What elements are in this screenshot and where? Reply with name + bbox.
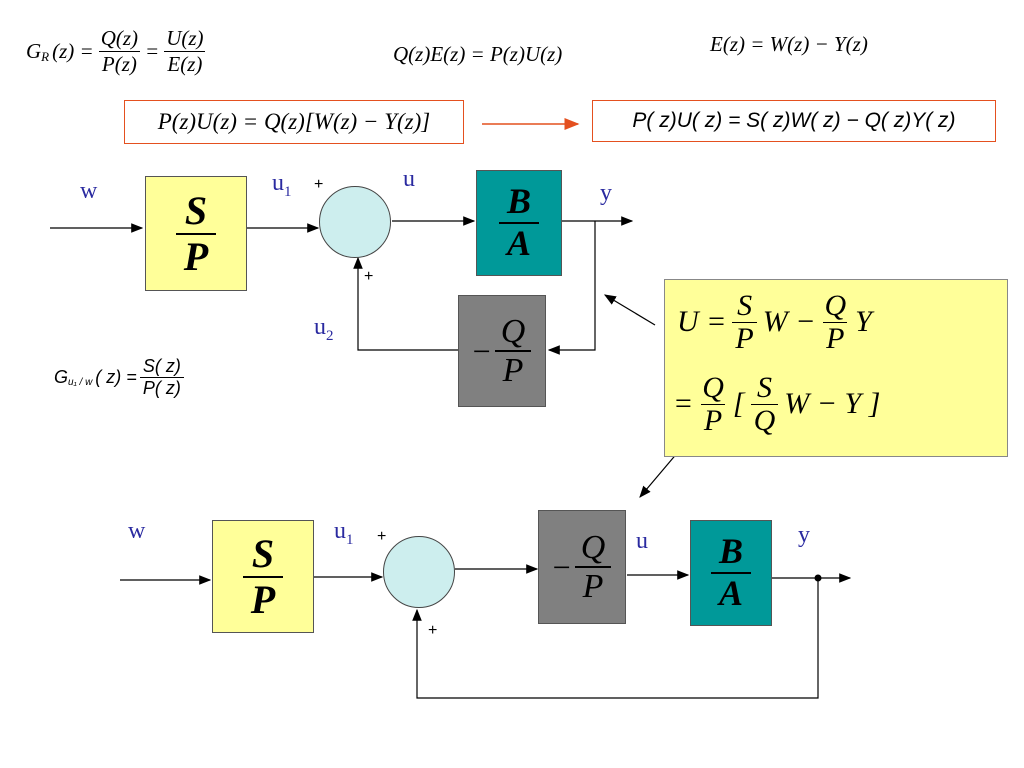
note-frac-q-p-2: Q P bbox=[699, 372, 727, 436]
gr-symbol: G bbox=[26, 39, 42, 63]
note-frac-q-p: Q P bbox=[821, 290, 849, 354]
fraction-denominator: P(z) bbox=[98, 51, 140, 77]
d2-block-s-over-p[interactable]: S P bbox=[212, 520, 314, 633]
label-text: u bbox=[334, 518, 346, 544]
gu-subscript: u₁ / w bbox=[68, 377, 93, 388]
fraction-denominator: P bbox=[732, 321, 757, 355]
note-w-minus: W − bbox=[762, 305, 816, 338]
note-line-2: = Q P [ S Q W − Y ] bbox=[673, 372, 880, 436]
d1-label-u: u bbox=[403, 166, 415, 192]
fraction-denominator: P bbox=[823, 321, 848, 355]
note-frac-s-p: S P bbox=[732, 289, 757, 355]
d1-block-minus-q-over-p[interactable]: − Q P bbox=[458, 295, 546, 407]
d1-label-w: w bbox=[80, 178, 98, 204]
fraction-denominator: P bbox=[700, 403, 726, 437]
d2-label-u: u bbox=[636, 528, 648, 554]
fraction-q-over-p: Q(z) P(z) bbox=[98, 26, 141, 77]
label-text: u bbox=[314, 314, 326, 340]
d1-block-b-over-a[interactable]: B A bbox=[476, 170, 562, 276]
d1-summing-junction[interactable] bbox=[319, 186, 391, 258]
d2-block-minus-q-over-p[interactable]: − Q P bbox=[538, 510, 626, 624]
gr-argument: (z) = bbox=[52, 39, 94, 63]
gr-subscript: R bbox=[41, 48, 50, 64]
fraction-denominator: A bbox=[710, 572, 751, 614]
minus-sign: − bbox=[552, 548, 571, 585]
d1-plus-top: + bbox=[314, 176, 324, 193]
d2-sp-fraction: S P bbox=[242, 530, 284, 622]
fraction-numerator: Q bbox=[580, 528, 606, 566]
d1-label-y: y bbox=[600, 180, 612, 206]
note-bracket-open: [ bbox=[732, 387, 745, 420]
label-subscript: 2 bbox=[326, 327, 334, 344]
d2-label-y: y bbox=[798, 522, 810, 548]
fraction-denominator: Q bbox=[750, 403, 779, 437]
fraction-numerator: Q(z) bbox=[100, 26, 139, 50]
d2-qp-fraction: Q P bbox=[574, 528, 612, 606]
d1-sp-fraction: S P bbox=[175, 187, 217, 279]
d2-feedback-loop bbox=[412, 578, 819, 699]
fraction-numerator: B bbox=[506, 181, 531, 222]
fraction-denominator: P bbox=[175, 232, 217, 279]
fraction-numerator: Q bbox=[500, 312, 526, 350]
d1-u2-line bbox=[353, 256, 458, 351]
d2-plus-bottom: + bbox=[428, 622, 438, 639]
d1-ba-fraction: B A bbox=[498, 181, 539, 264]
fraction-numerator: Q bbox=[824, 289, 847, 322]
d2-block-b-over-a[interactable]: B A bbox=[690, 520, 772, 626]
d2-ba-fraction: B A bbox=[710, 531, 751, 614]
gu-argument: ( z) = bbox=[95, 367, 137, 387]
label-subscript: 1 bbox=[284, 183, 292, 200]
note-line-1: U = S P W − Q P Y bbox=[677, 290, 872, 354]
note-pointer-up bbox=[603, 294, 656, 326]
fraction-s-over-p: S( z) P( z) bbox=[139, 356, 184, 399]
error-definition-equation: E(z) = W(z) − Y(z) bbox=[710, 32, 868, 56]
gu-symbol: G bbox=[54, 367, 69, 387]
d1-block-s-over-p[interactable]: S P bbox=[145, 176, 247, 291]
fraction-numerator: S bbox=[737, 289, 753, 322]
fraction-u-over-e: U(z) E(z) bbox=[163, 26, 206, 77]
note-frac-s-q: S Q bbox=[750, 371, 779, 437]
label-subscript: 1 bbox=[346, 531, 354, 548]
d1-label-u2: u2 bbox=[314, 314, 334, 345]
d1-label-u1: u1 bbox=[272, 170, 292, 201]
fraction-denominator: P bbox=[574, 566, 612, 605]
d1-qp-fraction: Q P bbox=[494, 312, 532, 390]
qe-equals-pu-equation: Q(z)E(z) = P(z)U(z) bbox=[393, 42, 563, 66]
fraction-numerator: S( z) bbox=[142, 356, 181, 376]
note-lhs: U = bbox=[677, 305, 727, 338]
fraction-denominator: P bbox=[242, 575, 284, 622]
fraction-numerator: S bbox=[756, 371, 772, 404]
fraction-numerator: Q bbox=[702, 371, 724, 404]
fraction-denominator: P( z) bbox=[139, 377, 184, 399]
fraction-denominator: A bbox=[498, 222, 539, 264]
note-equals: = bbox=[673, 387, 694, 420]
minus-sign: − bbox=[472, 332, 491, 369]
note-w-minus-y: W − Y ] bbox=[784, 387, 881, 420]
fraction-numerator: S bbox=[251, 530, 275, 576]
label-text: u bbox=[272, 170, 284, 196]
d2-label-u1: u1 bbox=[334, 518, 354, 549]
fraction-numerator: B bbox=[718, 531, 743, 572]
equals-sign: = bbox=[145, 39, 160, 63]
d2-plus-top: + bbox=[377, 528, 387, 545]
d2-summing-junction[interactable] bbox=[383, 536, 455, 608]
d2-label-w: w bbox=[128, 518, 146, 544]
boxed-equation-2: P( z)U( z) = S( z)W( z) − Q( z)Y( z) bbox=[592, 100, 996, 142]
fraction-denominator: P bbox=[494, 350, 532, 389]
fraction-numerator: S bbox=[184, 187, 208, 233]
boxed-equation-1: P(z)U(z) = Q(z)[W(z) − Y(z)] bbox=[124, 100, 464, 144]
fraction-numerator: U(z) bbox=[166, 26, 204, 50]
d1-feedback-down bbox=[547, 221, 596, 355]
note-y: Y bbox=[855, 305, 872, 338]
controller-rearrangement-note: U = S P W − Q P Y = Q P [ S Q W − Y ] bbox=[664, 279, 1008, 457]
d1-plus-bottom: + bbox=[364, 268, 374, 285]
fraction-denominator: E(z) bbox=[164, 51, 206, 77]
